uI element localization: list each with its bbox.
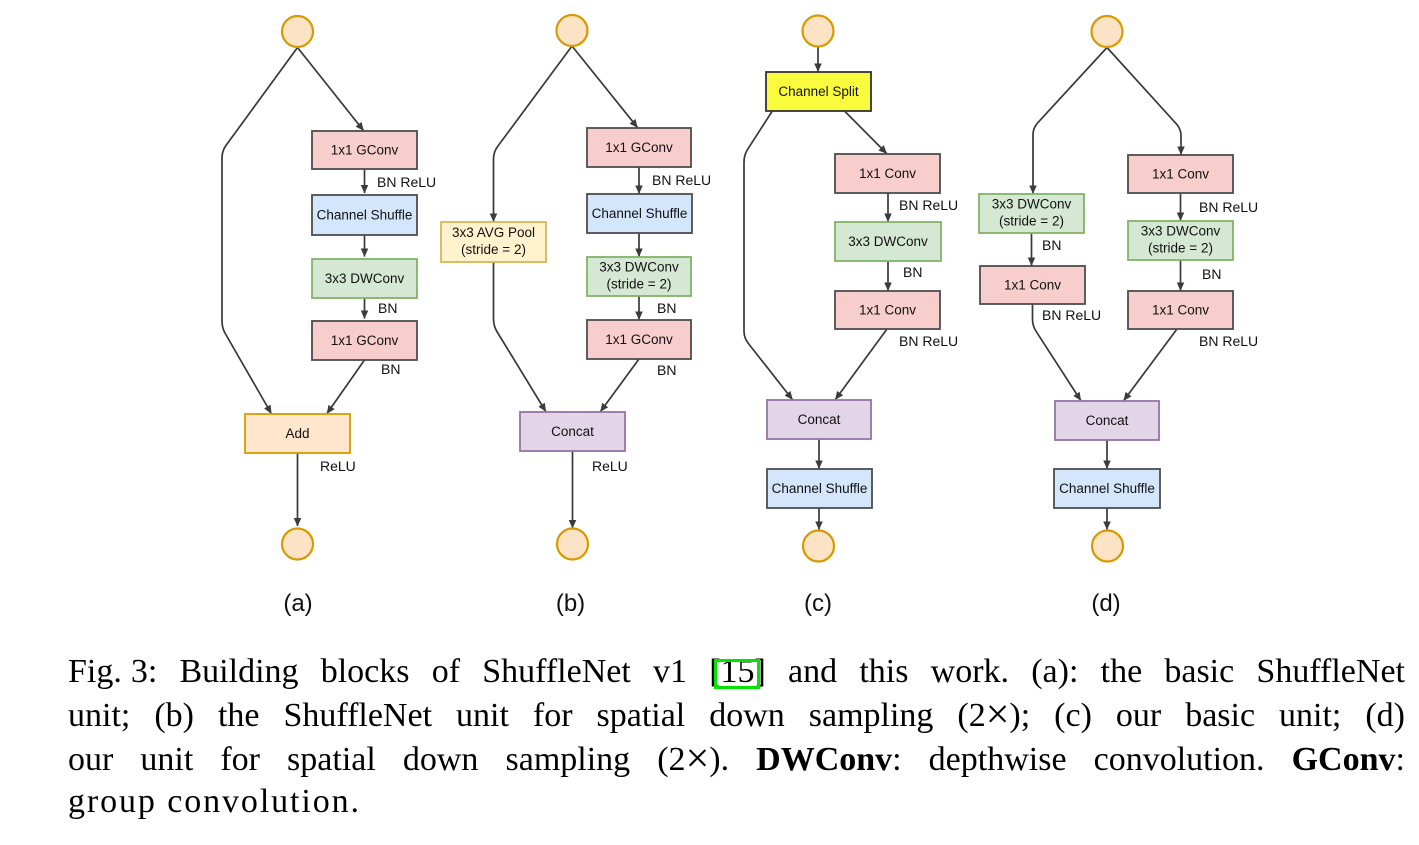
svg-text:BN ReLU: BN ReLU bbox=[1199, 333, 1258, 349]
svg-text:1x1 GConv: 1x1 GConv bbox=[605, 140, 673, 155]
svg-text:3x3 DWConv: 3x3 DWConv bbox=[1141, 224, 1221, 239]
svg-text:1x1 GConv: 1x1 GConv bbox=[331, 143, 399, 158]
svg-text:BN ReLU: BN ReLU bbox=[1042, 307, 1101, 323]
svg-text:1x1 GConv: 1x1 GConv bbox=[331, 333, 399, 348]
svg-text:BN ReLU: BN ReLU bbox=[899, 333, 958, 349]
svg-text:Channel Split: Channel Split bbox=[778, 84, 859, 99]
svg-text:1x1 Conv: 1x1 Conv bbox=[1152, 167, 1209, 182]
svg-text:Channel Shuffle: Channel Shuffle bbox=[592, 206, 688, 221]
svg-text:1x1 Conv: 1x1 Conv bbox=[1152, 303, 1209, 318]
svg-text:3x3 AVG Pool: 3x3 AVG Pool bbox=[452, 225, 535, 240]
svg-text:1x1 Conv: 1x1 Conv bbox=[1004, 278, 1061, 293]
svg-text:BN ReLU: BN ReLU bbox=[1199, 199, 1258, 215]
svg-text:BN: BN bbox=[381, 361, 400, 377]
svg-text:3x3 DWConv: 3x3 DWConv bbox=[992, 197, 1072, 212]
svg-text:BN ReLU: BN ReLU bbox=[377, 174, 436, 190]
svg-text:Concat: Concat bbox=[1086, 413, 1129, 428]
svg-text:(stride = 2): (stride = 2) bbox=[607, 277, 672, 292]
svg-text:BN ReLU: BN ReLU bbox=[652, 172, 711, 188]
svg-text:(stride = 2): (stride = 2) bbox=[461, 242, 526, 257]
svg-text:(d): (d) bbox=[1091, 590, 1120, 617]
svg-text:ReLU: ReLU bbox=[320, 458, 356, 474]
svg-text:Concat: Concat bbox=[798, 412, 841, 427]
svg-text:1x1 GConv: 1x1 GConv bbox=[605, 332, 673, 347]
svg-text:(a): (a) bbox=[283, 590, 312, 617]
svg-text:BN: BN bbox=[903, 264, 922, 280]
svg-text:3x3 DWConv: 3x3 DWConv bbox=[848, 234, 928, 249]
svg-text:(stride = 2): (stride = 2) bbox=[1148, 241, 1213, 256]
svg-text:3x3 DWConv: 3x3 DWConv bbox=[325, 271, 405, 286]
svg-text:3x3 DWConv: 3x3 DWConv bbox=[599, 260, 679, 275]
svg-text:Channel Shuffle: Channel Shuffle bbox=[1059, 481, 1155, 496]
svg-text:Add: Add bbox=[285, 426, 309, 441]
svg-text:(b): (b) bbox=[556, 590, 585, 617]
svg-text:BN: BN bbox=[1042, 237, 1061, 253]
svg-text:ReLU: ReLU bbox=[592, 458, 628, 474]
svg-text:(stride = 2): (stride = 2) bbox=[999, 214, 1064, 229]
svg-text:Channel Shuffle: Channel Shuffle bbox=[772, 481, 868, 496]
svg-text:1x1 Conv: 1x1 Conv bbox=[859, 303, 916, 318]
svg-text:BN: BN bbox=[657, 362, 676, 378]
svg-text:Channel Shuffle: Channel Shuffle bbox=[317, 208, 413, 223]
svg-text:BN: BN bbox=[1202, 266, 1221, 282]
svg-text:BN ReLU: BN ReLU bbox=[899, 197, 958, 213]
svg-text:BN: BN bbox=[378, 300, 397, 316]
svg-text:BN: BN bbox=[657, 300, 676, 316]
svg-text:1x1 Conv: 1x1 Conv bbox=[859, 166, 916, 181]
svg-text:(c): (c) bbox=[804, 590, 832, 617]
svg-text:Concat: Concat bbox=[551, 424, 594, 439]
